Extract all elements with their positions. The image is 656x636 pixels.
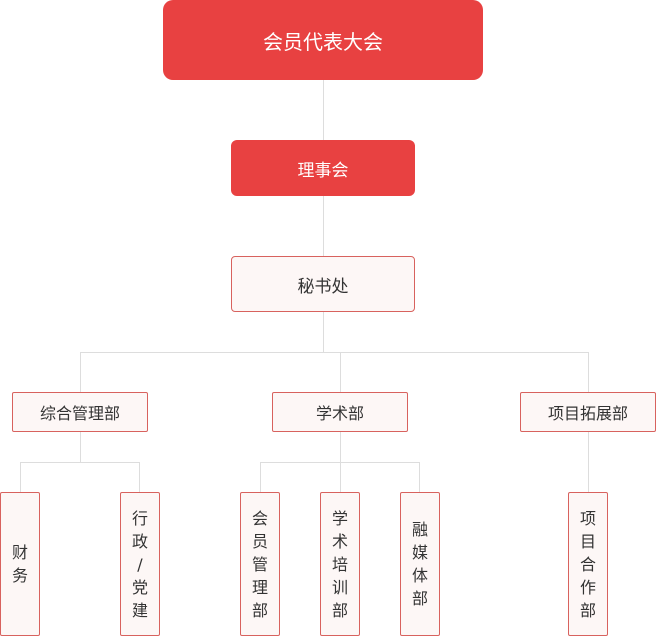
node-unit-finance: 财务 [0, 492, 40, 636]
node-unit-admin: 行政/党建 [120, 492, 160, 636]
node-council: 理事会 [231, 140, 415, 196]
node-unit-project-coop-label: 项目合作部 [579, 508, 596, 620]
node-secretariat-label: 秘书处 [297, 276, 349, 297]
node-assembly: 会员代表大会 [163, 0, 483, 80]
node-unit-media: 融媒体部 [400, 492, 440, 636]
node-dept-general-label: 综合管理部 [39, 404, 120, 423]
node-dept-general: 综合管理部 [12, 392, 148, 432]
node-unit-training-label: 学术培训部 [331, 508, 348, 620]
node-unit-finance-label: 财务 [11, 543, 28, 585]
node-dept-academic-label: 学术部 [315, 404, 364, 423]
node-unit-member: 会员管理部 [240, 492, 280, 636]
node-dept-academic: 学术部 [272, 392, 408, 432]
node-assembly-label: 会员代表大会 [263, 29, 383, 54]
node-dept-project: 项目拓展部 [520, 392, 656, 432]
node-unit-media-label: 融媒体部 [411, 520, 428, 608]
node-unit-member-label: 会员管理部 [251, 508, 268, 620]
node-dept-project-label: 项目拓展部 [547, 404, 628, 423]
node-council-label: 理事会 [297, 160, 349, 181]
node-unit-admin-label: 行政/党建 [131, 508, 148, 620]
node-unit-training: 学术培训部 [320, 492, 360, 636]
node-secretariat: 秘书处 [231, 256, 415, 312]
node-unit-project-coop: 项目合作部 [568, 492, 608, 636]
